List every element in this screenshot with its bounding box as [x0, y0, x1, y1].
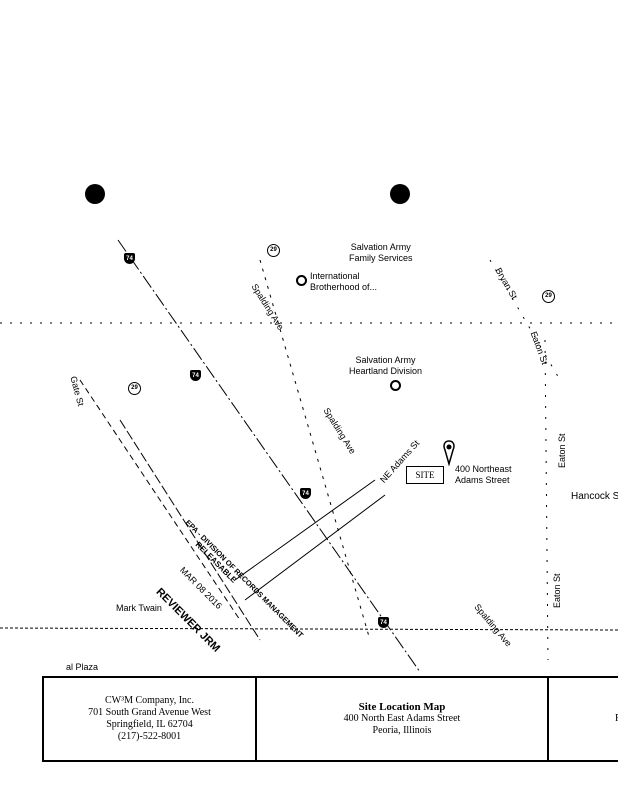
company-address: 701 South Grand Avenue West	[88, 707, 211, 718]
company-info: CW³M Company, Inc. 701 South Grand Avenu…	[44, 678, 257, 760]
spalding-ave-road	[259, 259, 371, 641]
poi-marker-icon	[296, 275, 307, 286]
ne-adams-road	[244, 494, 386, 601]
interstate-shield-icon: 74	[378, 617, 389, 628]
state-route-shield-icon: 29	[267, 244, 280, 257]
title-block: CW³M Company, Inc. 701 South Grand Avenu…	[42, 676, 618, 762]
eaton-st-road	[544, 339, 549, 661]
road	[0, 627, 618, 631]
road	[119, 419, 261, 641]
site-address-label: 400 Northeast Adams Street	[455, 464, 512, 486]
site-city: Peoria, Illinois	[372, 725, 432, 736]
poi-label-line: Heartland Division	[349, 366, 423, 376]
site-address-line: Adams Street	[455, 475, 510, 485]
poi-label-line: International	[310, 271, 360, 281]
right-cell: R	[549, 678, 618, 760]
interstate-shield-icon: 74	[190, 370, 201, 381]
poi-label-line: Brotherhood of...	[310, 282, 378, 292]
map-roads	[0, 239, 618, 673]
street-label: Hancock S	[571, 491, 618, 502]
map-title-info: Site Location Map 400 North East Adams S…	[257, 678, 549, 760]
state-route-shield-icon: 29	[128, 382, 141, 395]
site-label-box: SITE	[406, 466, 444, 484]
site-address-line: 400 Northeast	[455, 464, 512, 474]
poi-label: International Brotherhood of...	[310, 271, 377, 293]
poi-label-line: Family Services	[349, 253, 413, 263]
right-cell-text: R	[615, 713, 618, 725]
road	[79, 379, 241, 621]
hole-punch	[390, 184, 410, 204]
interstate-shield-icon: 74	[124, 253, 135, 264]
poi-label-line: Salvation Army	[350, 242, 411, 252]
poi-label: al Plaza	[66, 662, 99, 672]
map-title: Site Location Map	[358, 701, 446, 713]
poi-label: Mark Twain	[116, 603, 162, 613]
road	[489, 259, 561, 381]
company-name: CW³M Company, Inc.	[104, 695, 194, 706]
site-pin-icon	[443, 440, 455, 466]
company-phone: (217)-522-8001	[117, 731, 182, 742]
ne-adams-road	[234, 479, 376, 581]
company-city: Springfield, IL 62704	[106, 719, 193, 730]
hole-punch	[85, 184, 105, 204]
poi-label: Salvation Army Heartland Division	[349, 355, 422, 377]
poi-marker-icon	[390, 380, 401, 391]
street-label: Eaton St	[557, 433, 567, 468]
site-address: 400 North East Adams Street	[343, 713, 461, 724]
street-label: Eaton St	[552, 573, 562, 608]
poi-label: Salvation Army Family Services	[349, 242, 413, 264]
interstate-shield-icon: 74	[300, 488, 311, 499]
poi-label-line: Salvation Army	[355, 355, 416, 365]
state-route-shield-icon: 29	[542, 290, 555, 303]
